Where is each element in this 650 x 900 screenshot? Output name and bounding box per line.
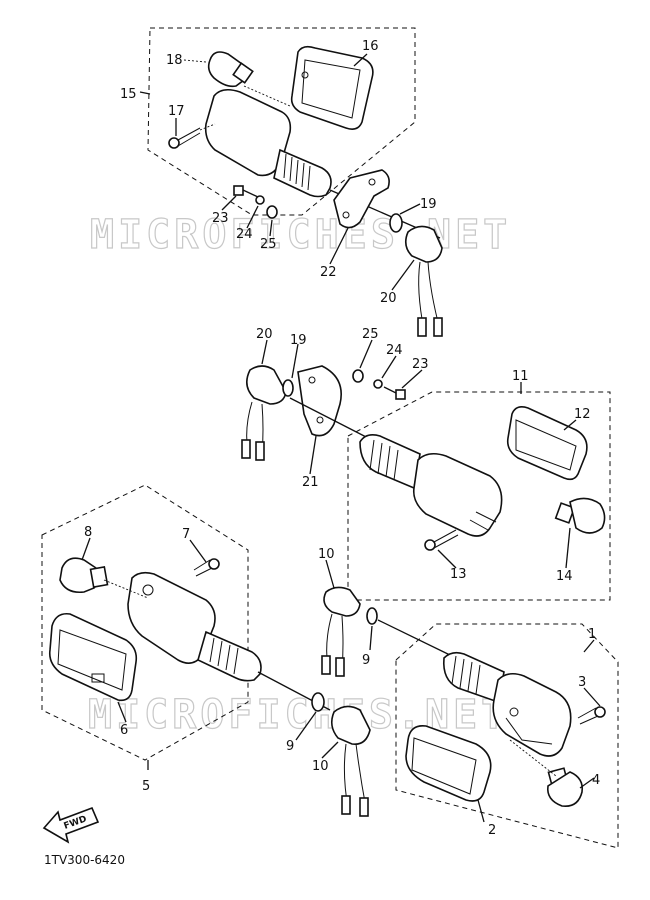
callout-22: 22 xyxy=(320,265,337,280)
screw-3 xyxy=(577,706,606,725)
assembly-1 xyxy=(321,586,619,849)
socket-20-mid xyxy=(241,365,287,461)
callout-21: 21 xyxy=(302,475,319,490)
screw-7 xyxy=(193,558,220,577)
lens-16 xyxy=(290,45,374,130)
grommet-19-mid xyxy=(282,379,294,397)
housing-1 xyxy=(442,651,572,757)
callout-14: 14 xyxy=(556,569,573,584)
callout-3: 3 xyxy=(578,675,586,690)
screw-17 xyxy=(168,123,216,149)
callout-11: 11 xyxy=(512,369,529,384)
washer-24-top xyxy=(255,195,265,205)
washer-24-mid xyxy=(373,379,383,389)
bulb-14 xyxy=(554,497,606,534)
callout-9-left: 9 xyxy=(286,739,294,754)
callout-24-top: 24 xyxy=(236,227,253,242)
bracket-21 xyxy=(297,365,342,437)
lens-6 xyxy=(48,612,138,702)
callout-23-top: 23 xyxy=(212,211,229,226)
callout-25-mid: 25 xyxy=(362,327,379,342)
diagram-code: 1TV300-6420 xyxy=(44,853,125,867)
bolt-23-mid xyxy=(383,386,406,400)
callout-8: 8 xyxy=(84,525,92,540)
watermark-top: MICROFICHES.NET xyxy=(90,212,511,258)
socket-10-left xyxy=(330,705,371,817)
callout-2: 2 xyxy=(488,823,496,838)
callout-20-mid: 20 xyxy=(256,327,273,342)
grommet-9-left xyxy=(311,692,325,712)
bolt-23-top xyxy=(233,185,259,198)
screw-13 xyxy=(424,529,459,551)
grommet-9-right xyxy=(366,607,378,625)
assembly-5 xyxy=(41,484,371,817)
callout-16: 16 xyxy=(362,39,379,54)
lens-2 xyxy=(405,724,492,802)
forward-arrow: FWD xyxy=(42,806,100,844)
bracket-22 xyxy=(333,169,390,229)
callout-19-top: 19 xyxy=(420,197,437,212)
assembly-1-boundary xyxy=(395,623,619,849)
callout-4: 4 xyxy=(592,773,600,788)
collar-25-mid xyxy=(352,369,364,383)
assembly-15-boundary xyxy=(147,27,416,216)
socket-10-right xyxy=(321,586,361,677)
callout-9-right: 9 xyxy=(362,653,370,668)
bulb-4 xyxy=(546,767,584,808)
grommet-19-top xyxy=(389,213,403,233)
callout-6: 6 xyxy=(120,723,128,738)
collar-25-top xyxy=(266,205,278,219)
callout-20-top: 20 xyxy=(380,291,397,306)
callout-7: 7 xyxy=(182,527,190,542)
callouts: 16 18 15 17 19 23 24 25 22 20 20 19 25 2… xyxy=(84,39,600,838)
assembly-11 xyxy=(241,365,611,601)
callout-23-mid: 23 xyxy=(412,357,429,372)
housing-11 xyxy=(359,434,503,537)
callout-1: 1 xyxy=(588,627,596,642)
callout-15: 15 xyxy=(120,87,137,102)
bulb-8 xyxy=(59,557,109,594)
callout-19-mid: 19 xyxy=(290,333,307,348)
leader-lines xyxy=(81,53,601,823)
lens-12 xyxy=(506,406,588,481)
housing-15 xyxy=(204,88,441,239)
assembly-5-boundary xyxy=(41,484,249,761)
callout-5: 5 xyxy=(142,779,150,794)
callout-13: 13 xyxy=(450,567,467,582)
housing-5 xyxy=(127,571,331,711)
callout-18: 18 xyxy=(166,53,183,68)
callout-24-mid: 24 xyxy=(386,343,403,358)
assembly-15 xyxy=(147,27,443,337)
callout-17: 17 xyxy=(168,104,185,119)
callout-12: 12 xyxy=(574,407,591,422)
watermark-bottom: MICROFICHES.NET xyxy=(88,692,509,738)
callout-10-right: 10 xyxy=(318,547,335,562)
callout-25-top: 25 xyxy=(260,237,277,252)
callout-10-left: 10 xyxy=(312,759,329,774)
bulb-18 xyxy=(207,51,254,88)
socket-20-top xyxy=(404,225,443,337)
